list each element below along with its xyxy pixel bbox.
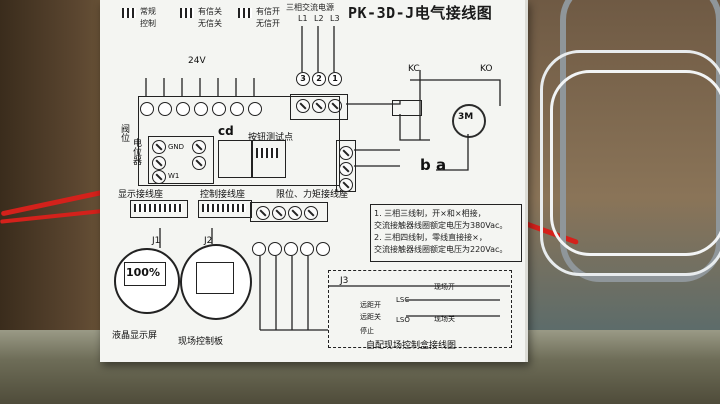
button-test-label: 按钮测试点 [248, 133, 294, 143]
screw-icon [288, 206, 302, 220]
screw-icon [272, 206, 286, 220]
terminal [140, 102, 154, 116]
terminal [252, 242, 266, 256]
switch-label-b: 无信开 [256, 19, 280, 28]
field-control-inner [196, 262, 234, 294]
note-line: 交流接触器线圈额定电压为380Vac。 [374, 221, 508, 230]
screw-icon [192, 156, 206, 170]
lcd-percent: 100% [126, 266, 160, 279]
power-terminal-block [290, 94, 348, 120]
display-connector [130, 200, 188, 218]
lcd-screen [124, 262, 166, 286]
control-connector-label: 控制接线座 [200, 190, 246, 200]
terminal [212, 102, 226, 116]
side-label-pot: 电位器 [131, 138, 141, 165]
ko-label: KO [480, 64, 493, 74]
limit-connector [250, 202, 328, 222]
screw-icon [339, 162, 353, 176]
remote-label: 自配现场控制盒接线图 [366, 341, 457, 351]
screw-icon [339, 146, 353, 160]
switch-label-a: 常规 [140, 7, 156, 16]
screw-icon [328, 99, 342, 113]
screw-icon [152, 170, 166, 184]
remote-item: LSO [396, 316, 410, 324]
switch-label-a: 有信开 [256, 7, 280, 16]
terminal [284, 242, 298, 256]
field-control-gauge [180, 244, 252, 320]
note-line: 2. 三相四线制，零线直接接×， [374, 233, 487, 242]
voltage-label: 24V [188, 56, 206, 66]
remote-item: 远距关 [360, 313, 381, 321]
screw-icon [296, 99, 310, 113]
connector-pins [202, 204, 246, 212]
j1-label: J1 [152, 236, 161, 246]
wiring-diagram-sticker: PK-3D-J电气接线图 常规 控制 有信关 无信关 有信开 无信开 三相交流电… [100, 0, 528, 362]
j3-label: J3 [340, 276, 349, 286]
remote-control-box [328, 270, 512, 348]
screw-icon [304, 206, 318, 220]
terminal-3: 3 [296, 72, 310, 86]
terminal-2: 2 [312, 72, 326, 86]
switch-icon [180, 8, 194, 18]
pot-terminal-block [148, 136, 214, 184]
screw-icon [312, 99, 326, 113]
terminal [230, 102, 244, 116]
remote-item: 现场开 [434, 283, 455, 291]
terminal-1: 1 [328, 72, 342, 86]
note-line: 交流接触器线圈额定电压为220Vac。 [374, 245, 508, 254]
screw-icon [256, 206, 270, 220]
screw-icon [192, 140, 206, 154]
motor-icon [452, 104, 486, 138]
terminal [248, 102, 262, 116]
remote-item: 现场关 [434, 315, 455, 323]
test-button-block-2 [252, 140, 286, 178]
terminal [316, 242, 330, 256]
phase-l1: L1 [298, 14, 308, 23]
background-left [0, 0, 110, 330]
switch-label-b: 无信关 [198, 19, 222, 28]
remote-item: 停止 [360, 327, 374, 335]
phase-l3: L3 [330, 14, 340, 23]
notes-box [370, 204, 522, 262]
connector-pins [134, 204, 182, 212]
switch-label-a: 有信关 [198, 7, 222, 16]
terminal [268, 242, 282, 256]
white-cable [540, 50, 720, 276]
gnd-label: GND [168, 143, 185, 151]
dip-switch-icon [256, 148, 278, 158]
note-line: 1. 三相三线制，开×和×相接， [374, 209, 486, 218]
phase-l2: L2 [314, 14, 324, 23]
screw-icon [152, 140, 166, 154]
field-panel-label: 现场控制板 [178, 337, 224, 347]
cd-label: cd [218, 124, 234, 138]
diagram-title: PK-3D-J电气接线图 [348, 4, 493, 22]
test-button-block [218, 140, 252, 178]
display-connector-label: 显示接线座 [118, 190, 164, 200]
terminal [194, 102, 208, 116]
power-label: 三相交流电源 [286, 3, 334, 12]
switch-icon [122, 8, 136, 18]
contactor-block [392, 100, 422, 116]
screw-icon [339, 178, 353, 192]
j2-label: J2 [204, 236, 213, 246]
lcd-label: 液晶显示屏 [112, 331, 158, 341]
wiring-lines [145, 26, 510, 331]
remote-item: LSC [396, 296, 410, 304]
motor-label: 3M [458, 112, 474, 122]
switch-label-b: 控制 [140, 19, 156, 28]
switch-icon [238, 8, 252, 18]
kc-label: KC [408, 64, 420, 74]
terminal [300, 242, 314, 256]
limit-connector-label: 限位、力矩接线座 [276, 190, 349, 200]
main-control-frame [138, 96, 340, 186]
terminal [158, 102, 172, 116]
side-label-valve: 阀位 [119, 124, 129, 142]
white-cable-2 [550, 70, 720, 256]
control-connector [198, 200, 252, 218]
spiral-cable-wrap [560, 0, 720, 282]
w1-label: W1 [168, 172, 180, 180]
remote-item: 远距开 [360, 301, 381, 309]
terminal [176, 102, 190, 116]
